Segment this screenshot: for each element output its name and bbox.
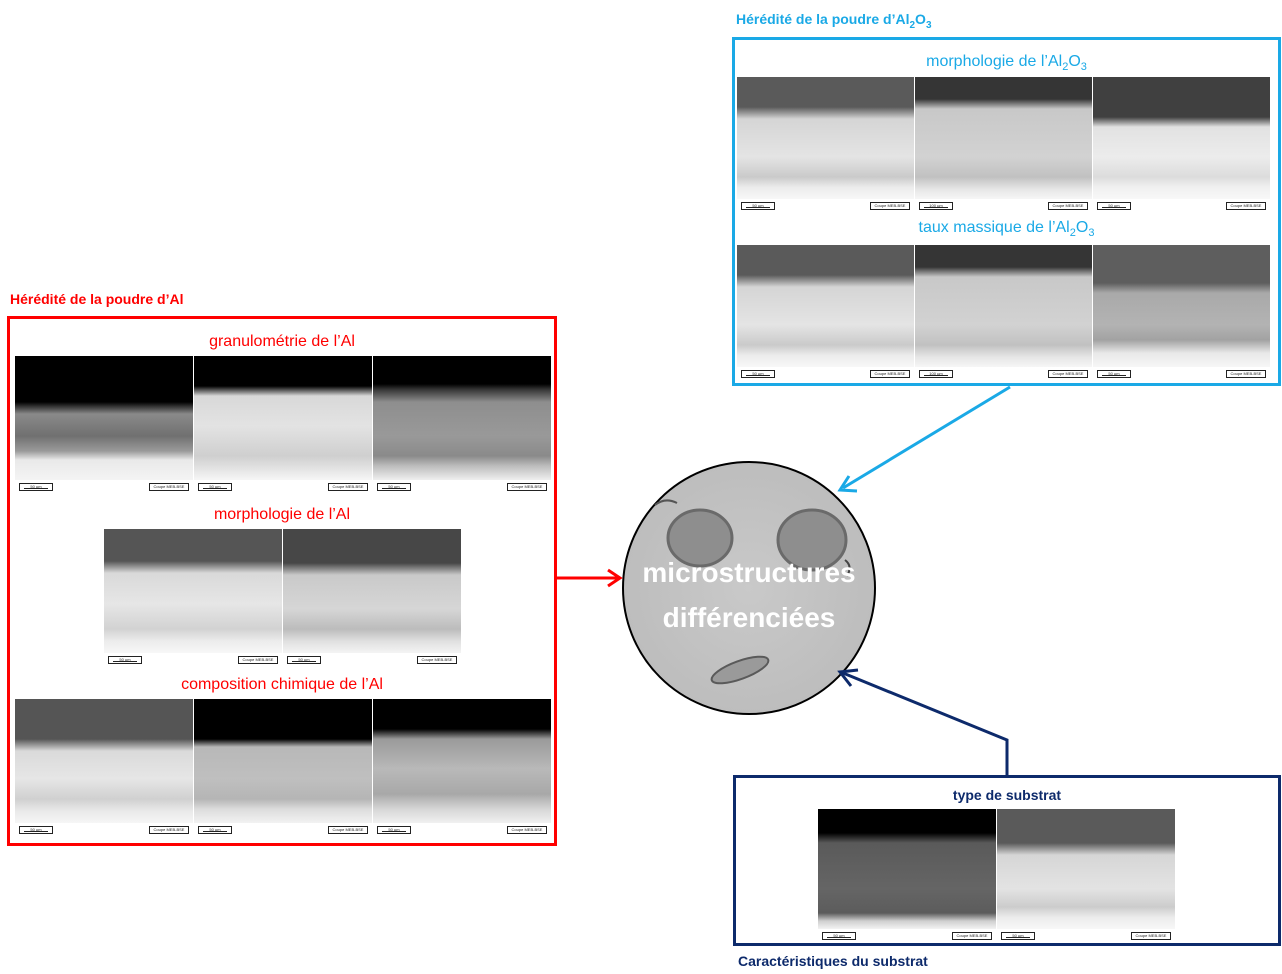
scale-caption: Coupe MEB-BSE: [952, 932, 992, 940]
scale-caption: Coupe MEB-BSE: [1048, 370, 1088, 378]
scale-bar: 50 µm: [198, 483, 232, 491]
center-line-1: microstructures: [642, 557, 855, 588]
sem-micrograph: 50 µm Coupe MEB-BSE: [15, 356, 194, 493]
sem-micrograph: 50 µm Coupe MEB-BSE: [104, 529, 283, 666]
al-powder-heading: Hérédité de la poudre d’Al: [10, 291, 184, 307]
al-composition-title: composition chimique de l’Al: [181, 676, 383, 693]
sem-micrograph: 50 µm Coupe MEB-BSE: [194, 699, 373, 836]
scale-caption: Coupe MEB-BSE: [1131, 932, 1171, 940]
scale-caption: Coupe MEB-BSE: [328, 483, 368, 491]
scale-bar: 50 µm: [377, 483, 411, 491]
scale-bar: 100 µm: [919, 370, 953, 378]
scale-caption: Coupe MEB-BSE: [1048, 202, 1088, 210]
scale-bar: 50 µm: [1001, 932, 1035, 940]
alumina-mass-rate-title: taux massique de l’Al2O3: [918, 219, 1095, 240]
scale-bar: 50 µm: [287, 656, 321, 664]
substrate-box: type de substrat 50 µm Coupe MEB-BSE 50 µ…: [733, 775, 1281, 946]
al-powder-box: granulométrie de l’Al 50 µm Coupe MEB-BSE…: [7, 316, 557, 846]
scale-bar: 50 µm: [822, 932, 856, 940]
scale-caption: Coupe MEB-BSE: [507, 483, 547, 491]
scale-bar: 50 µm: [741, 370, 775, 378]
substrate-heading: Caractéristiques du substrat: [738, 953, 928, 969]
scale-bar: 50 µm: [19, 826, 53, 834]
sem-micrograph: 50 µm Coupe MEB-BSE: [737, 77, 915, 212]
scale-bar: 100 µm: [919, 202, 953, 210]
sem-micrograph: 50 µm Coupe MEB-BSE: [194, 356, 373, 493]
sem-micrograph: 100 µm Coupe MEB-BSE: [915, 245, 1093, 380]
scale-caption: Coupe MEB-BSE: [507, 826, 547, 834]
sem-micrograph: 50 µm Coupe MEB-BSE: [15, 699, 194, 836]
sem-micrograph: 50 µm Coupe MEB-BSE: [818, 809, 997, 942]
scale-bar: 50 µm: [1097, 202, 1131, 210]
alumina-powder-box: morphologie de l’Al2O3 50 µm Coupe MEB-BS…: [732, 37, 1281, 386]
scale-bar: 50 µm: [198, 826, 232, 834]
scale-bar: 50 µm: [741, 202, 775, 210]
alumina-powder-heading: Hérédité de la poudre d’Al2O3: [736, 11, 932, 31]
scale-caption: Coupe MEB-BSE: [328, 826, 368, 834]
alumina-morphology-title: morphologie de l’Al2O3: [926, 53, 1087, 74]
scale-caption: Coupe MEB-BSE: [870, 202, 910, 210]
scale-caption: Coupe MEB-BSE: [238, 656, 278, 664]
scale-caption: Coupe MEB-BSE: [149, 826, 189, 834]
sem-micrograph: 50 µm Coupe MEB-BSE: [373, 699, 552, 836]
sem-micrograph: 50 µm Coupe MEB-BSE: [737, 245, 915, 380]
al-powder-arrow: [557, 568, 623, 588]
substrate-arrow: [837, 668, 1009, 775]
al-morphology-title: morphologie de l’Al: [213, 506, 351, 523]
scale-bar: 50 µm: [19, 483, 53, 491]
substrate-type-title: type de substrat: [952, 787, 1062, 803]
scale-caption: Coupe MEB-BSE: [149, 483, 189, 491]
center-line-2: différenciées: [663, 602, 836, 633]
scale-bar: 50 µm: [377, 826, 411, 834]
sem-micrograph: 50 µm Coupe MEB-BSE: [1093, 245, 1271, 380]
center-circle: [622, 461, 876, 715]
sem-micrograph: 50 µm Coupe MEB-BSE: [373, 356, 552, 493]
sem-micrograph: 50 µm Coupe MEB-BSE: [283, 529, 462, 666]
sem-micrograph: 100 µm Coupe MEB-BSE: [915, 77, 1093, 212]
sem-micrograph: 50 µm Coupe MEB-BSE: [1093, 77, 1271, 212]
alumina-powder-arrow: [837, 385, 1011, 493]
scale-caption: Coupe MEB-BSE: [1226, 370, 1266, 378]
scale-caption: Coupe MEB-BSE: [417, 656, 457, 664]
al-granulometry-title: granulométrie de l’Al: [209, 333, 355, 350]
scale-caption: Coupe MEB-BSE: [870, 370, 910, 378]
sem-micrograph: 50 µm Coupe MEB-BSE: [997, 809, 1176, 942]
scale-bar: 50 µm: [1097, 370, 1131, 378]
scale-caption: Coupe MEB-BSE: [1226, 202, 1266, 210]
scale-bar: 50 µm: [108, 656, 142, 664]
